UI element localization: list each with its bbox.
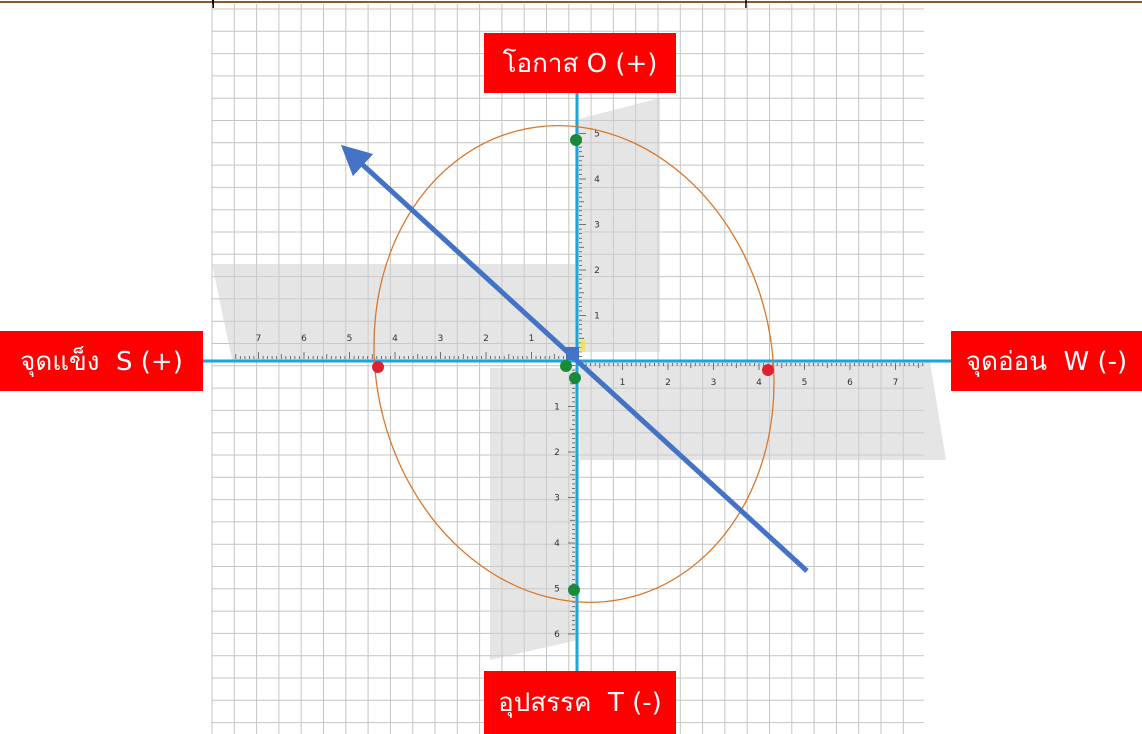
opportunity-point [570,134,582,146]
ruler-number-upper: 5 [594,130,600,140]
ruler-number-upper: 4 [594,175,600,185]
opportunity-label: โอกาส O (+) [484,33,676,93]
weakness-point [762,364,774,376]
threat-point [568,584,580,596]
ruler-number-right: 1 [620,378,626,388]
ruler-number-left: 5 [347,334,353,344]
ruler-number-right: 6 [847,378,853,388]
ruler-number-lower: 6 [554,630,560,640]
strategy-arrow [340,144,809,573]
ruler-number-lower: 1 [554,403,560,413]
ruler-number-right: 2 [665,378,671,388]
center-green-point-below [569,372,581,384]
strength-label: จุดแข็ง S (+) [0,331,203,391]
ruler-band-lower [490,368,578,660]
ruler-number-right: 7 [893,378,899,388]
ruler-number-lower: 2 [554,448,560,458]
strategy-ellipse [373,125,775,603]
strength-point [372,361,384,373]
ruler-band-upper [575,98,660,352]
ruler-number-left: 4 [392,334,398,344]
ruler-number-right: 5 [802,378,808,388]
center-highlight [580,340,585,352]
ruler-number-right: 4 [756,378,762,388]
ruler-number-left: 1 [529,334,535,344]
ruler-bands [212,98,946,660]
ruler-band-left [212,264,575,360]
ruler-number-upper: 3 [594,221,600,231]
ruler-number-upper: 2 [594,266,600,276]
ruler-number-lower: 3 [554,494,560,504]
ruler-number-left: 2 [483,334,489,344]
ruler-number-left: 7 [256,334,262,344]
top-border-left-mark [212,0,214,8]
ruler-band-right [580,362,946,460]
center-green-point-left [560,360,572,372]
weakness-label: จุดอ่อน W (-) [951,331,1142,391]
ruler-number-left: 3 [438,334,444,344]
ruler-number-upper: 1 [594,312,600,322]
ruler-number-right: 3 [711,378,717,388]
ruler-number-lower: 4 [554,539,560,549]
ruler-number-lower: 5 [554,585,560,595]
threat-label: อุปสรรค T (-) [484,671,676,734]
ruler-number-left: 6 [301,334,307,344]
center-square [566,347,579,360]
